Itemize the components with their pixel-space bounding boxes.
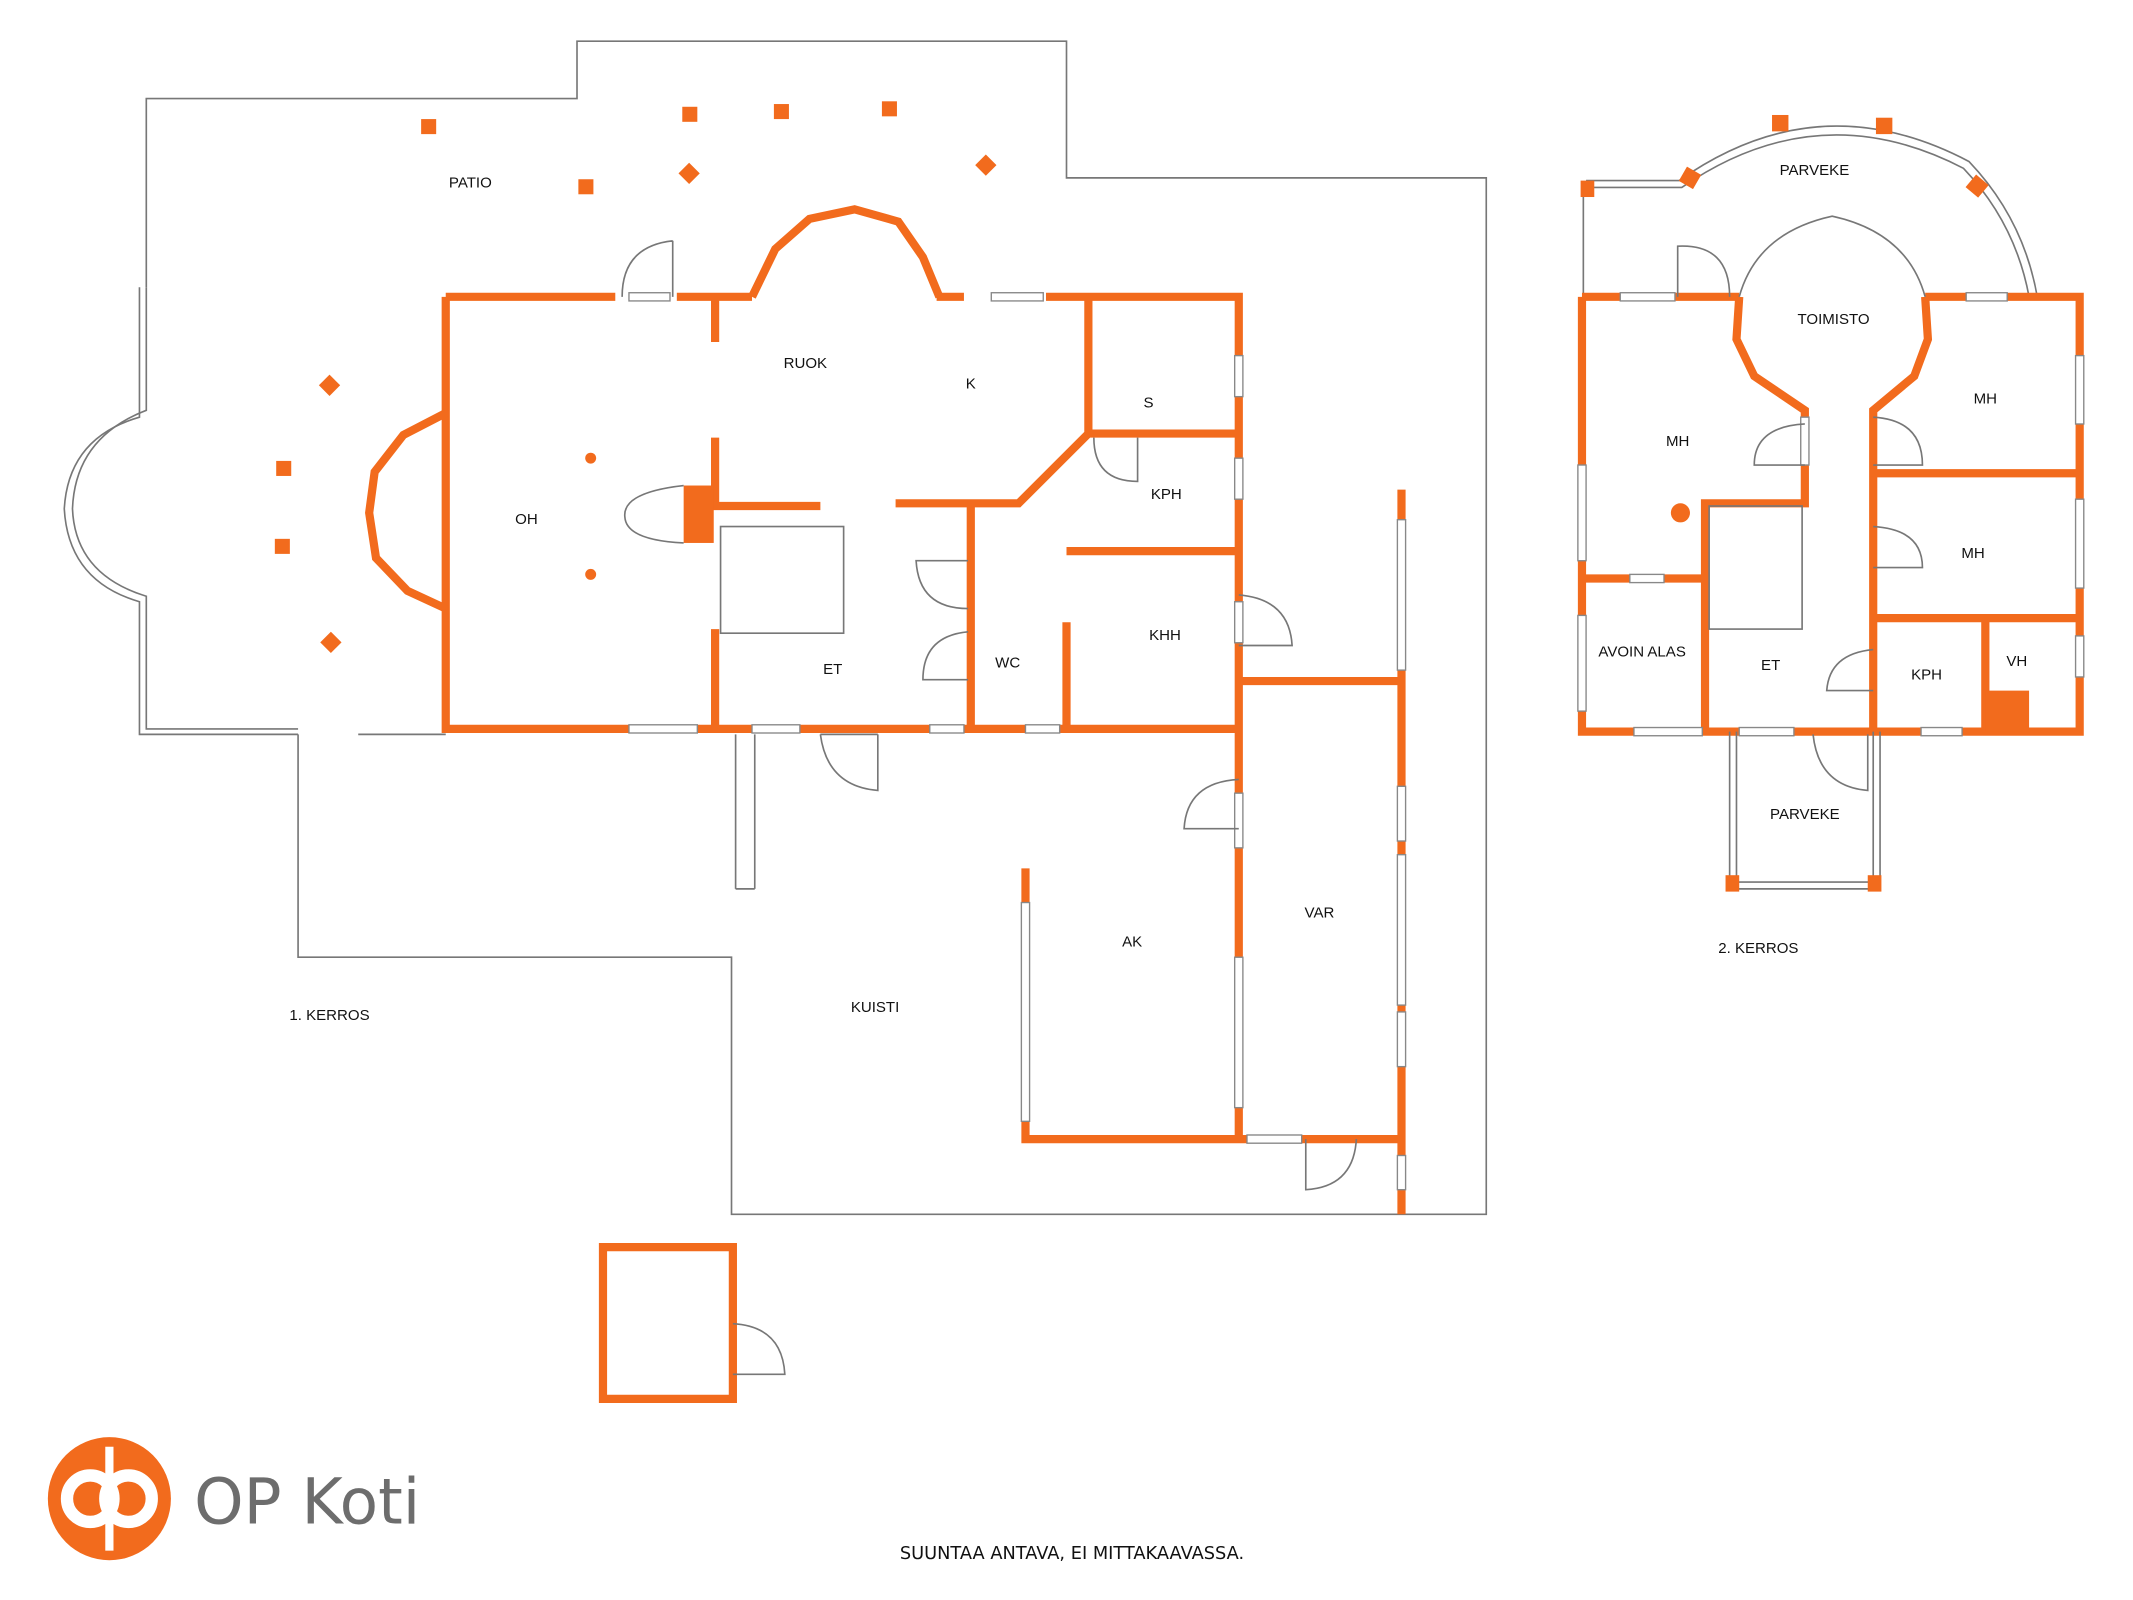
room-label-khh: KHH	[1149, 627, 1181, 644]
windows-floor-1	[628, 292, 1407, 1191]
room-label-kuisti: KUISTI	[851, 999, 899, 1016]
door-arcs-floor-1	[621, 239, 1358, 1191]
room-label-avoin-alas: AVOIN ALAS	[1598, 643, 1685, 660]
room-label-parveke-bottom: PARVEKE	[1770, 806, 1840, 823]
floor-1-plan	[63, 40, 1488, 1403]
room-label-s: S	[1144, 395, 1154, 412]
logo-text: OP Koti	[194, 1465, 420, 1538]
oh-bay-wall	[365, 409, 448, 613]
room-label-ruok: RUOK	[784, 355, 827, 372]
op-koti-logo: OP Koti	[47, 1437, 420, 1561]
floor-2-title: 2. KERROS	[1718, 940, 1798, 957]
room-label-wc: WC	[995, 654, 1020, 671]
floor-1-title: 1. KERROS	[289, 1007, 369, 1024]
room-label-toimisto: TOIMISTO	[1798, 311, 1870, 328]
floor-2-plan	[1577, 114, 2085, 892]
gazebo-walls	[598, 1243, 737, 1403]
room-label-k: K	[966, 375, 976, 392]
dining-bay-wall	[748, 205, 944, 299]
room-label-parveke-top: PARVEKE	[1780, 162, 1850, 179]
walls-floor-1	[441, 292, 1406, 1215]
room-label-mh-left: MH	[1666, 433, 1689, 450]
toimisto-bay-windows	[1738, 215, 1926, 298]
bay-outline	[63, 287, 446, 736]
fireplace-hearth	[624, 484, 684, 544]
room-label-mh-right-top: MH	[1974, 390, 1997, 407]
room-label-et-2: ET	[1761, 657, 1780, 674]
walls-floor-2	[1577, 292, 2084, 736]
stairs-floor-2	[1708, 505, 1803, 630]
fireplace	[683, 485, 714, 543]
room-label-et: ET	[823, 661, 842, 678]
disclaimer: SUUNTAA ANTAVA, EI MITTAKAAVASSA.	[900, 1544, 1244, 1564]
room-label-patio: PATIO	[449, 174, 492, 191]
room-label-oh: OH	[515, 511, 538, 528]
balcony-railing	[1582, 125, 2039, 297]
room-label-mh-right-bottom: MH	[1961, 545, 1984, 562]
room-label-var: VAR	[1305, 905, 1335, 922]
terrace-outline	[145, 40, 1488, 1216]
room-label-vh: VH	[2006, 653, 2027, 670]
room-label-ak: AK	[1122, 933, 1142, 950]
room-label-kph-2: KPH	[1911, 667, 1942, 684]
stairs-floor-1	[719, 525, 845, 635]
room-label-kph: KPH	[1151, 486, 1182, 503]
